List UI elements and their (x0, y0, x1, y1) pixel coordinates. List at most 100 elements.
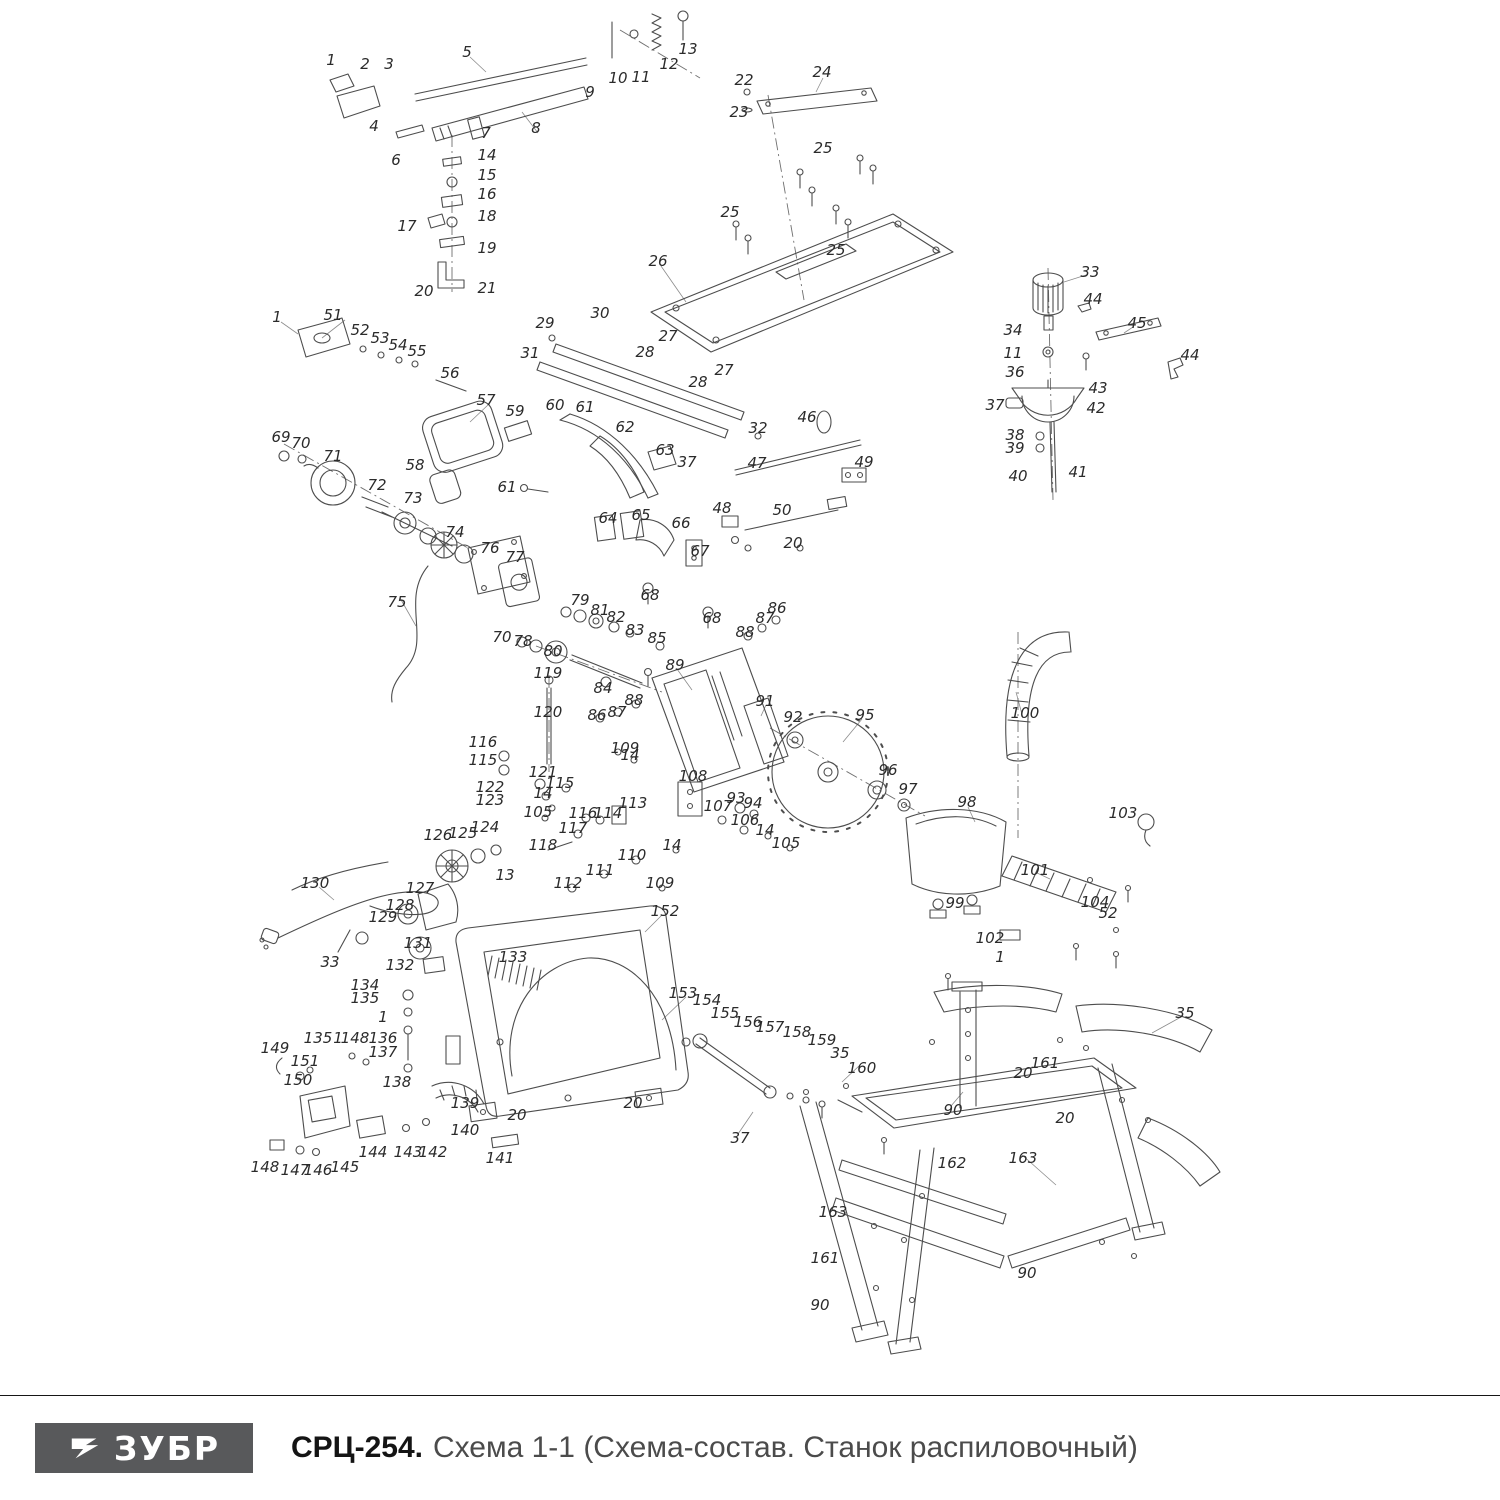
part-number-46: 46 (797, 408, 817, 426)
part-number-43: 43 (1088, 379, 1108, 397)
part-number-92: 92 (783, 708, 803, 726)
part-number-20: 20 (1055, 1109, 1075, 1127)
part-number-73: 73 (403, 489, 423, 507)
brand-logo: ЗУБР (35, 1423, 253, 1473)
part-number-70: 70 (492, 628, 512, 646)
brand-name: ЗУБР (113, 1428, 221, 1468)
part-number-14: 14 (477, 146, 497, 164)
part-number-139: 139 (450, 1094, 480, 1112)
part-number-155: 155 (710, 1004, 740, 1022)
part-number-154: 154 (692, 991, 722, 1009)
part-number-11: 11 (631, 68, 651, 86)
part-number-100: 100 (1010, 704, 1040, 722)
part-number-75: 75 (387, 593, 407, 611)
part-number-30: 30 (590, 304, 610, 322)
part-number-36: 36 (1005, 363, 1025, 381)
part-number-52: 52 (350, 321, 370, 339)
part-number-58: 58 (405, 456, 425, 474)
part-number-1: 1 (272, 308, 282, 326)
part-number-56: 56 (440, 364, 460, 382)
part-number-130: 130 (300, 874, 330, 892)
part-number-89: 89 (665, 656, 685, 674)
part-number-105: 105 (523, 803, 553, 821)
riving-knife-guard-group (503, 413, 714, 629)
part-number-88: 88 (735, 623, 755, 641)
part-number-104: 104 (1080, 893, 1110, 911)
fence-rail-assembly (329, 57, 589, 289)
part-number-150: 150 (283, 1071, 313, 1089)
guard-support-rods (721, 410, 867, 552)
lower-blade-guard (905, 808, 1007, 919)
part-number-24: 24 (812, 63, 832, 81)
part-number-11: 11 (1003, 344, 1023, 362)
part-number-87: 87 (755, 609, 775, 627)
part-number-86: 86 (767, 599, 787, 617)
part-number-156: 156 (733, 1013, 763, 1031)
part-number-16: 16 (477, 185, 497, 203)
arbor-parts (516, 606, 781, 723)
part-number-49: 49 (854, 453, 874, 471)
part-number-61: 61 (497, 478, 517, 496)
part-number-20: 20 (414, 282, 434, 300)
part-number-54: 54 (388, 336, 408, 354)
part-number-10: 10 (608, 69, 628, 87)
part-number-13: 13 (678, 40, 698, 58)
part-number-136: 136 (368, 1029, 398, 1047)
part-number-13: 13 (495, 866, 515, 884)
part-number-122: 122 (475, 778, 505, 796)
part-number-119: 119 (533, 664, 563, 682)
part-number-9: 9 (585, 83, 595, 101)
part-number-48: 48 (712, 499, 732, 517)
part-number-15: 15 (477, 166, 497, 184)
part-number-86: 86 (587, 706, 607, 724)
part-number-53: 53 (370, 329, 390, 347)
part-number-33: 33 (320, 953, 340, 971)
part-number-77: 77 (505, 548, 525, 566)
part-number-83: 83 (625, 621, 645, 639)
part-number-103: 103 (1108, 804, 1138, 822)
part-number-78: 78 (513, 632, 533, 650)
part-number-112: 112 (553, 874, 583, 892)
part-number-102: 102 (975, 929, 1005, 947)
part-number-33: 33 (1080, 263, 1100, 281)
part-number-111: 111 (585, 861, 615, 879)
part-number-106: 106 (730, 811, 760, 829)
motor-assembly (278, 317, 541, 703)
part-number-14: 14 (662, 836, 682, 854)
part-number-17: 17 (397, 217, 417, 235)
part-number-37: 37 (985, 396, 1005, 414)
linkage-arm (681, 1033, 863, 1119)
part-number-74: 74 (445, 523, 465, 541)
part-number-110: 110 (617, 846, 647, 864)
part-number-1: 1 (378, 1008, 388, 1026)
part-number-7: 7 (481, 124, 491, 142)
model-number: СРЦ-254. (291, 1431, 423, 1464)
table-rails (536, 334, 762, 440)
part-number-115: 115 (468, 751, 498, 769)
part-number-28: 28 (688, 373, 708, 391)
part-number-69: 69 (271, 428, 291, 446)
part-number-105: 105 (771, 834, 801, 852)
part-number-121: 121 (528, 763, 558, 781)
part-number-115: 115 (545, 774, 575, 792)
height-adjust-gears (291, 844, 502, 974)
dust-chute (999, 813, 1155, 941)
part-number-127: 127 (405, 879, 435, 897)
part-number-116: 116 (568, 804, 598, 822)
part-number-22: 22 (734, 71, 754, 89)
part-number-68: 68 (702, 609, 722, 627)
part-number-159: 159 (807, 1031, 837, 1049)
part-number-60: 60 (545, 396, 565, 414)
part-number-133: 133 (498, 948, 528, 966)
part-number-3: 3 (384, 55, 394, 73)
part-number-21: 21 (477, 279, 497, 297)
part-number-124: 124 (470, 818, 500, 836)
part-number-87: 87 (607, 703, 627, 721)
part-number-1: 1 (333, 1029, 343, 1047)
part-number-50: 50 (772, 501, 792, 519)
part-number-108: 108 (678, 767, 708, 785)
part-number-79: 79 (570, 591, 590, 609)
zubr-brand-icon (71, 1438, 99, 1459)
